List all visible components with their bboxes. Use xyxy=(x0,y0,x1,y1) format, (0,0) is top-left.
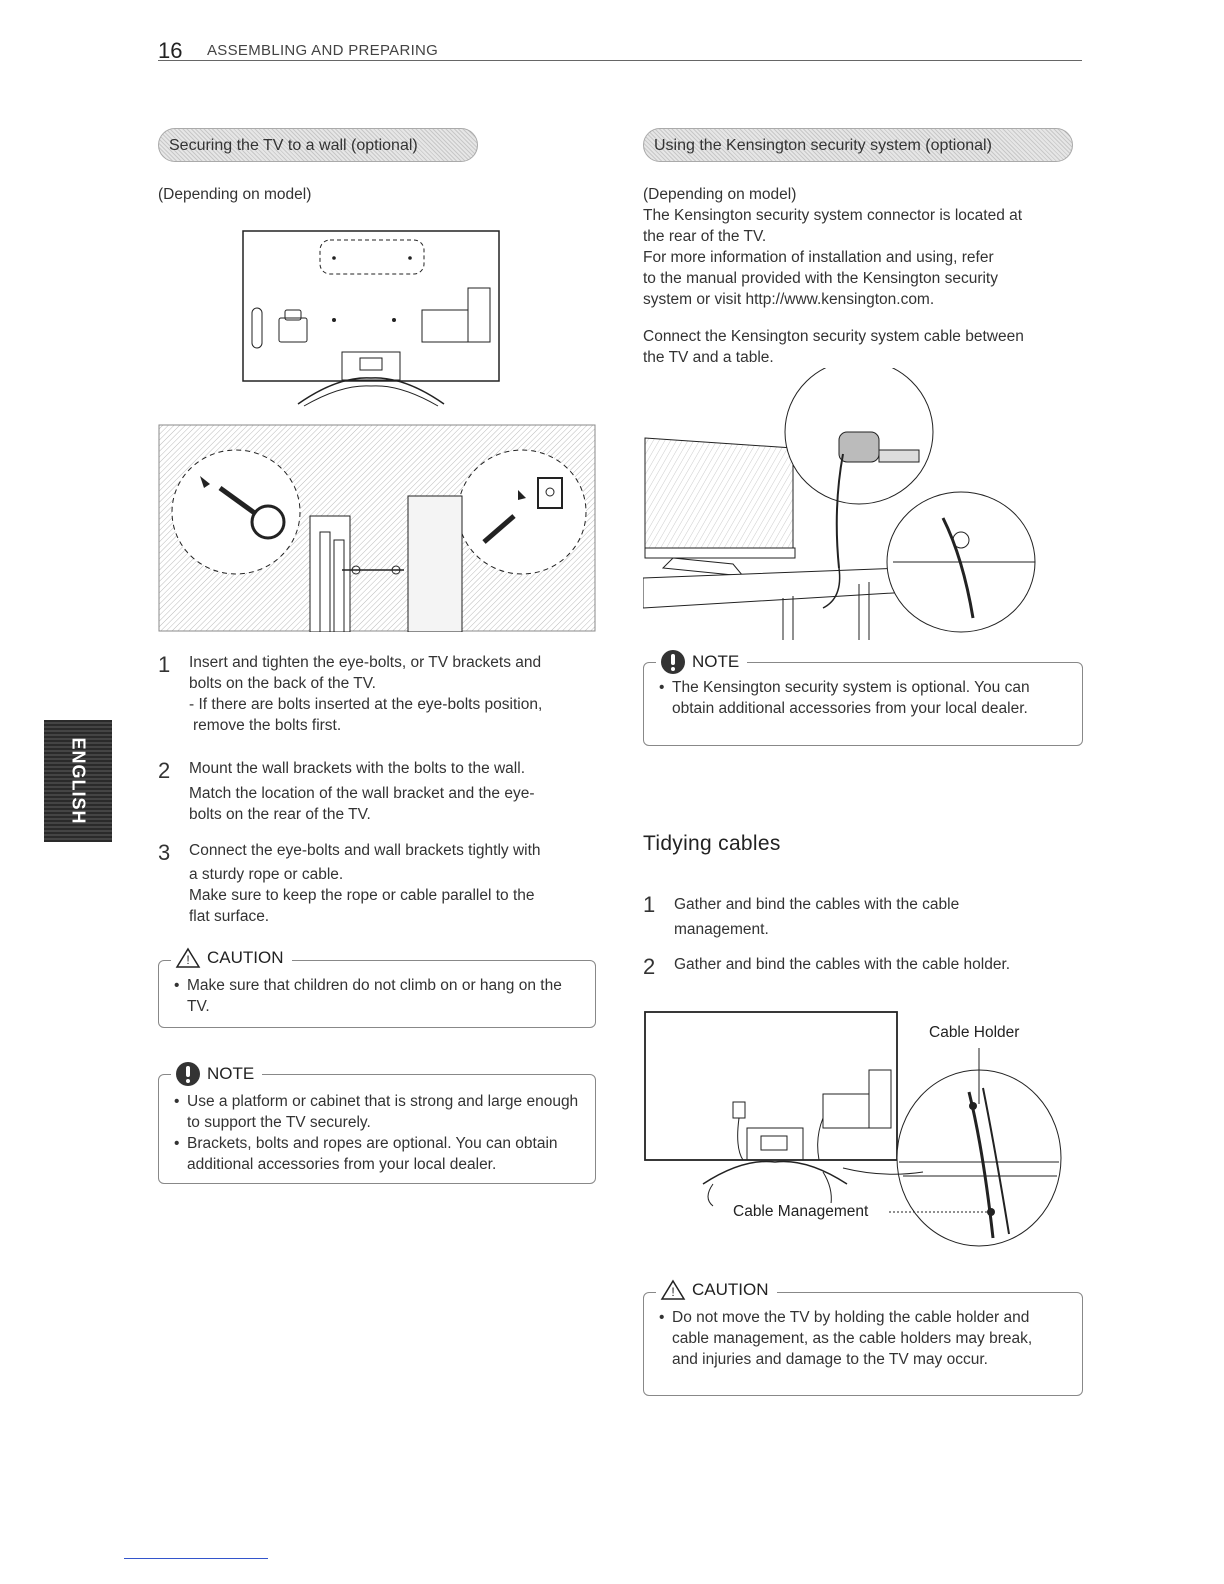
step-3-line-4: flat surface. xyxy=(189,908,270,925)
kensington-diagram xyxy=(643,368,1036,640)
cable-holder-label: Cable Holder xyxy=(929,1024,1020,1041)
tidy-step-2-text: Gather and bind the cables with the cabl… xyxy=(674,956,1011,973)
note-title-text-left: NOTE xyxy=(207,1064,255,1083)
caution-item-left: Make sure that children do not climb on … xyxy=(171,975,581,1017)
connect-line-1: Connect the Kensington security system c… xyxy=(643,328,1024,345)
step-1-number: 1 xyxy=(158,652,171,677)
language-tab: ENGLISH xyxy=(44,720,112,842)
info-icon xyxy=(176,1062,200,1086)
step-2-number: 2 xyxy=(158,758,171,783)
note-box-left: NOTE Use a platform or cabinet that is s… xyxy=(158,1061,596,1184)
step-3-line-3: Make sure to keep the rope or cable para… xyxy=(189,887,535,904)
step-3-line-1: Connect the eye-bolts and wall brackets … xyxy=(189,842,541,859)
tidy-step-1-line-1: Gather and bind the cables with the cabl… xyxy=(674,896,960,913)
caution-box-right: ! CAUTION Do not move the TV by holding … xyxy=(643,1279,1083,1396)
note-item-right: The Kensington security system is option… xyxy=(656,677,1066,719)
caution-title-right: ! CAUTION xyxy=(656,1279,777,1301)
tidy-step-1-text: Gather and bind the cables with the cabl… xyxy=(674,892,1074,942)
note-title-left: NOTE xyxy=(171,1061,263,1087)
caution-title-text-right: CAUTION xyxy=(692,1280,769,1299)
intro-line-2: The Kensington security system connector… xyxy=(643,207,1023,224)
step-1-line-3: - If there are bolts inserted at the eye… xyxy=(189,696,543,713)
section-title: ASSEMBLING AND PREPARING xyxy=(207,42,439,59)
kensington-intro: (Depending on model) The Kensington secu… xyxy=(643,184,1083,310)
note-box-right: NOTE The Kensington security system is o… xyxy=(643,649,1083,746)
footer-rule xyxy=(124,1558,268,1559)
step-2-line-2: Match the location of the wall bracket a… xyxy=(189,785,535,802)
tidy-step-1-number: 1 xyxy=(643,892,656,917)
step-3-text: Connect the eye-bolts and wall brackets … xyxy=(189,840,599,927)
tv-rear-diagram xyxy=(242,230,500,407)
caution-title-left: ! CAUTION xyxy=(171,947,292,969)
cable-diagram xyxy=(644,1011,1062,1247)
step-3-line-2: a sturdy rope or cable. xyxy=(189,866,344,883)
note-title-text-right: NOTE xyxy=(692,652,740,671)
eye-bolt-diagram xyxy=(158,424,596,632)
caution-box-left: ! CAUTION Make sure that children do not… xyxy=(158,947,596,1028)
step-2-line-1: Mount the wall brackets with the bolts t… xyxy=(189,760,525,777)
language-tab-label: ENGLISH xyxy=(68,737,89,825)
heading-kensington: Using the Kensington security system (op… xyxy=(643,128,1073,162)
warning-icon: ! xyxy=(660,1279,686,1300)
note-item-left-2: Brackets, bolts and ropes are optional. … xyxy=(171,1133,581,1175)
tidying-cables-title: Tidying cables xyxy=(643,832,781,855)
intro-line-4: For more information of installation and… xyxy=(643,249,994,266)
step-1-line-2: bolts on the back of the TV. xyxy=(189,675,376,692)
caution-title-text-left: CAUTION xyxy=(207,948,284,967)
tidy-step-2-number: 2 xyxy=(643,954,656,979)
intro-line-3: the rear of the TV. xyxy=(643,228,767,245)
heading-securing-tv: Securing the TV to a wall (optional) xyxy=(158,128,478,162)
kensington-connect: Connect the Kensington security system c… xyxy=(643,326,1083,368)
depending-note-left: (Depending on model) xyxy=(158,186,312,203)
step-1-text: Insert and tighten the eye-bolts, or TV … xyxy=(189,652,599,736)
tidy-step-1-line-2: management. xyxy=(674,921,769,938)
connect-line-2: the TV and a table. xyxy=(643,349,774,366)
step-3-number: 3 xyxy=(158,840,171,865)
step-2-text: Mount the wall brackets with the bolts t… xyxy=(189,758,599,825)
warning-icon: ! xyxy=(175,947,201,968)
intro-line-6: system or visit http://www.kensington.co… xyxy=(643,291,935,308)
header-rule xyxy=(158,60,1082,61)
step-1-line-4: remove the bolts first. xyxy=(193,717,342,734)
intro-line-5: to the manual provided with the Kensingt… xyxy=(643,270,998,287)
svg-text:!: ! xyxy=(671,1285,674,1299)
intro-line-1: (Depending on model) xyxy=(643,186,797,203)
info-icon xyxy=(661,650,685,674)
caution-item-right: Do not move the TV by holding the cable … xyxy=(656,1307,1056,1370)
svg-text:!: ! xyxy=(186,953,189,967)
page-number: 16 xyxy=(158,38,183,63)
note-item-left-1: Use a platform or cabinet that is strong… xyxy=(171,1091,581,1133)
step-2-line-3: bolts on the rear of the TV. xyxy=(189,806,371,823)
step-1-line-1: Insert and tighten the eye-bolts, or TV … xyxy=(189,654,542,671)
cable-management-label: Cable Management xyxy=(733,1203,873,1221)
note-title-right: NOTE xyxy=(656,649,748,675)
